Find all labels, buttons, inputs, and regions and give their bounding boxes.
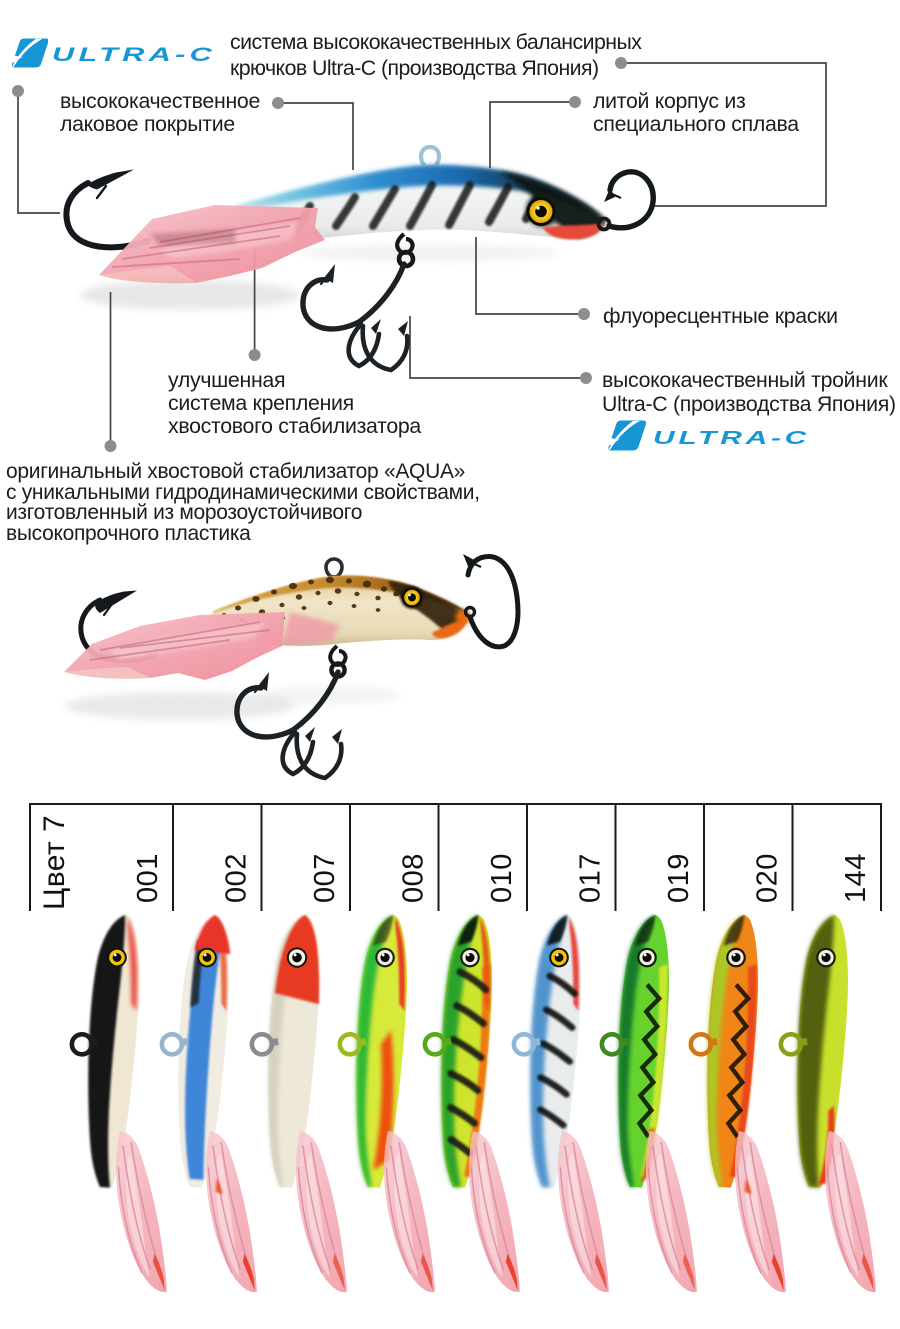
svg-text:001: 001 [132,853,164,903]
svg-text:008: 008 [398,853,430,903]
svg-text:144: 144 [840,853,872,903]
svg-text:010: 010 [486,853,518,903]
svg-text:019: 019 [663,853,695,903]
svg-text:007: 007 [309,853,341,903]
svg-text:002: 002 [221,853,253,903]
svg-text:020: 020 [752,853,784,903]
svg-text:017: 017 [575,853,607,903]
svg-text:Цвет 7: Цвет 7 [38,815,71,910]
